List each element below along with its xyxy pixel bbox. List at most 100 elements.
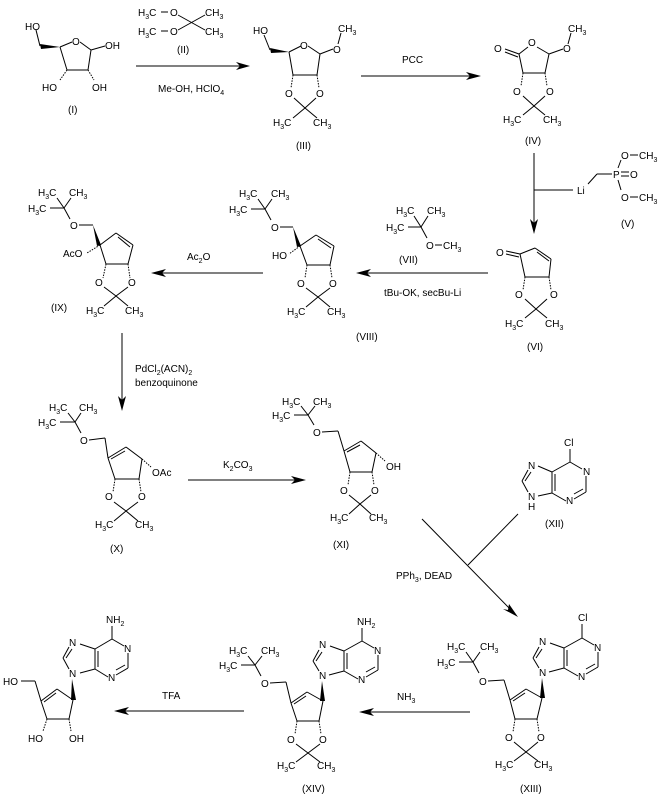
atom-label: N (539, 668, 546, 679)
atom-label: N (528, 461, 535, 472)
atom-label: OH (69, 734, 84, 745)
arrow-shaft (421, 518, 513, 612)
atom-label: O (494, 44, 502, 55)
bond (307, 405, 316, 416)
atom-label: CH3 (135, 520, 153, 533)
bond (532, 646, 540, 659)
atom-label: H3C (138, 27, 156, 40)
bond (90, 45, 106, 51)
bond (413, 215, 422, 228)
bond (257, 198, 266, 210)
bond (585, 666, 599, 675)
atom-label: N (319, 671, 326, 682)
atom-label: CH3 (69, 188, 87, 201)
atom-label: CH3 (543, 115, 561, 128)
atom-label: O (287, 735, 295, 746)
atom-label: O (528, 38, 536, 49)
compound-III: HO O O CH3 O O H3C CH3 (III) (253, 24, 356, 152)
bond (533, 95, 546, 107)
atom-label: H3C (447, 642, 465, 655)
atom-label: HO (253, 26, 268, 37)
atom-label: O (138, 492, 146, 503)
hash-bond (512, 718, 516, 733)
bond (288, 45, 302, 53)
atom-label: H3C (229, 646, 247, 659)
bond (343, 450, 351, 473)
atom-label: CH3 (639, 151, 657, 164)
wedge-bond (293, 227, 301, 247)
bond (321, 430, 339, 433)
bond (290, 691, 308, 704)
bond (264, 198, 273, 210)
bond (290, 702, 298, 722)
bond (519, 247, 536, 255)
atom-label: H3C (386, 223, 404, 236)
atom-label: H3C (38, 188, 56, 201)
atom-label: N (539, 637, 546, 648)
bond (299, 234, 317, 247)
arrow-head (151, 269, 166, 277)
reaction-arrow-III-IV: PCC (361, 55, 481, 80)
compound-label: (II) (177, 45, 189, 56)
atom-label: H3C (437, 658, 455, 671)
arrow-head (503, 604, 518, 617)
bond (59, 41, 73, 48)
atom-label: O (621, 151, 629, 162)
atom-label: N (358, 675, 365, 686)
reaction-condition: TFA (162, 691, 181, 702)
bond (509, 688, 527, 701)
atom-label: N (319, 640, 326, 651)
atom-label: CH3 (480, 642, 498, 655)
atom-label: H3C (503, 115, 521, 128)
bond (312, 660, 320, 672)
bond (56, 688, 74, 701)
reaction-condition: PCC (402, 55, 423, 66)
bond (329, 245, 335, 266)
bond (113, 501, 127, 512)
bond (328, 670, 345, 676)
atom-label: H3C (277, 761, 295, 774)
bond (318, 700, 324, 722)
reaction-condition: tBu-OK, secBu-Li (384, 288, 461, 299)
compound-VIII: H3C CH3 H3C O HO O O H3C CH3 (VIII) (229, 189, 378, 343)
bond (59, 46, 68, 71)
arrow-head (356, 269, 371, 277)
atom-label: H3C (239, 189, 257, 202)
reaction-condition: PdCl2(ACN)2 (135, 364, 192, 377)
bond (548, 258, 552, 278)
atom-label: O (546, 87, 554, 98)
bond (365, 669, 379, 678)
atom-label: O (70, 221, 78, 232)
atom-label: CH3 (205, 27, 223, 40)
hash-bond (544, 72, 548, 87)
bond (544, 53, 550, 74)
hash-bond (347, 471, 351, 486)
bond (315, 651, 323, 662)
bond (103, 295, 117, 307)
compound-label: (XIII) (520, 784, 542, 795)
bond (307, 45, 321, 55)
bond (524, 471, 532, 482)
bond (504, 48, 520, 55)
bond (295, 743, 309, 754)
compound-I: HO O OH HO OH (I) (25, 22, 120, 116)
bond (292, 107, 306, 119)
bond (587, 173, 598, 185)
atom-label: H3C (138, 8, 156, 21)
arrow-head (118, 396, 126, 411)
hash-bond (42, 718, 48, 732)
bond (548, 667, 565, 673)
bond (524, 298, 537, 310)
hash-bond (127, 263, 131, 279)
atom-label: CH3 (79, 403, 97, 416)
compound-label: (V) (621, 219, 634, 230)
compound-V: Li P O O CH3 O CH3 (V) (577, 151, 657, 230)
atom-label: CH3 (534, 760, 552, 773)
bond (573, 491, 587, 500)
bond (264, 208, 272, 221)
atom-label: H3C (287, 307, 305, 320)
bond (551, 461, 571, 473)
bond (317, 296, 331, 308)
atom-label: OH (92, 83, 107, 94)
atom-label: H3C (282, 397, 300, 410)
